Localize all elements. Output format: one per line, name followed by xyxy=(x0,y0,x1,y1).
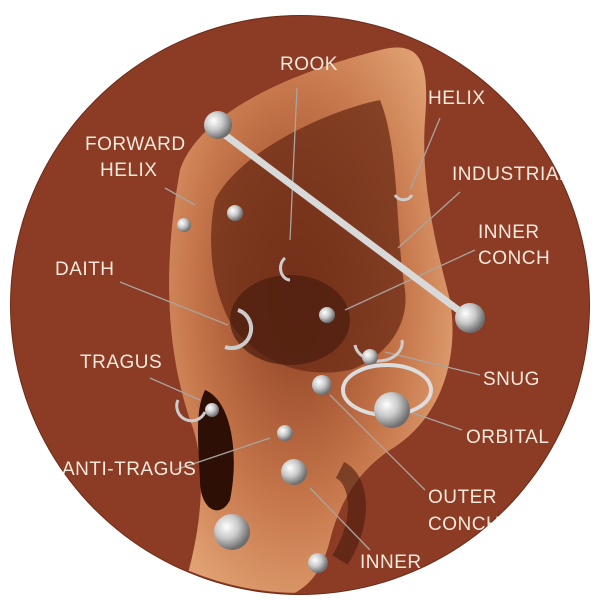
label-daith: DAITH xyxy=(55,259,115,280)
snug-ring xyxy=(353,339,404,363)
industrial-ball-bottom xyxy=(455,303,485,333)
orbital-ball xyxy=(374,392,410,428)
label-orbital: ORBITAL xyxy=(466,427,549,448)
jewelry xyxy=(175,111,485,573)
label-inner-conch-2: CONCH xyxy=(478,248,550,269)
outer-conch-stud xyxy=(312,375,332,395)
industrial-ball-top xyxy=(204,111,232,139)
forward-helix-stud-2 xyxy=(227,205,243,221)
label-inner-bottom: INNER xyxy=(360,552,422,573)
label-anti-tragus: ANTI-TRAGUS xyxy=(62,459,196,480)
label-inner-conch-1: INNER xyxy=(478,222,540,243)
rook-ring xyxy=(279,256,291,282)
label-rook: ROOK xyxy=(280,54,338,75)
tragus-ball xyxy=(205,403,219,417)
label-tragus: TRAGUS xyxy=(80,352,162,373)
lobe-stud xyxy=(214,514,250,550)
snug-ball xyxy=(362,349,378,365)
labels: ROOK HELIX FORWARD HELIX INDUSTRIAL INNE… xyxy=(55,54,570,573)
tragus-ring xyxy=(175,399,207,423)
conch-stud xyxy=(281,459,307,485)
label-forward-helix-1: FORWARD xyxy=(85,134,186,155)
label-snug: SNUG xyxy=(483,369,540,390)
helix-ring xyxy=(393,194,414,202)
label-helix: HELIX xyxy=(428,88,485,109)
forward-helix-stud-1 xyxy=(177,218,191,232)
anti-tragus-stud xyxy=(277,425,293,441)
label-outer-conch-2: CONCH xyxy=(428,514,500,535)
inner-lobe-stud xyxy=(308,553,328,573)
leader-lines xyxy=(119,87,481,551)
industrial-bar xyxy=(221,131,469,319)
label-industrial: INDUSTRIAL xyxy=(452,164,570,185)
inner-conch-stud xyxy=(319,307,335,323)
daith-ring xyxy=(224,308,254,351)
label-forward-helix-2: HELIX xyxy=(100,160,157,181)
label-outer-conch-1: OUTER xyxy=(428,487,497,508)
